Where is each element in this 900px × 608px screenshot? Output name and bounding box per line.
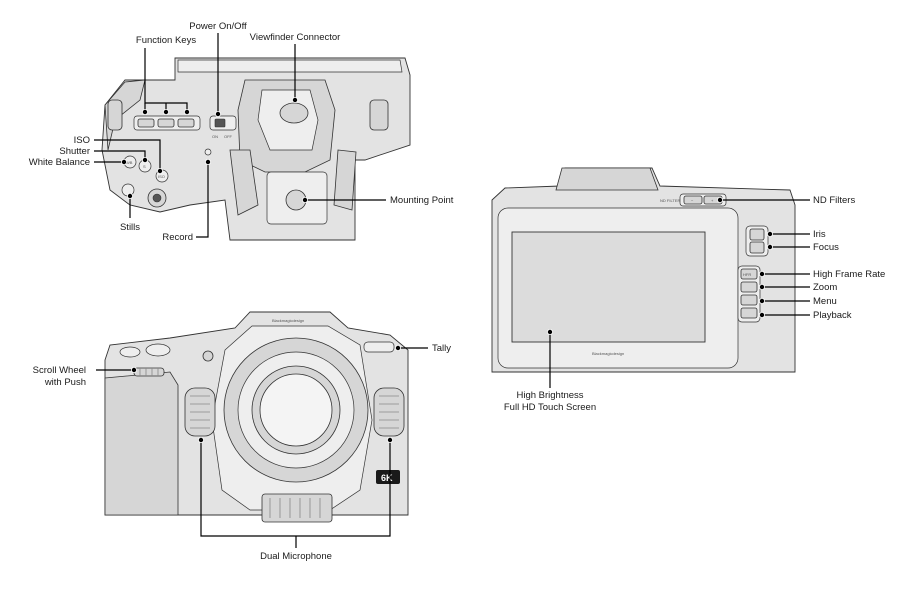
label-record: Record bbox=[162, 232, 193, 243]
hfr-marking: HFR bbox=[743, 272, 751, 277]
nd-minus-marking: − bbox=[691, 198, 694, 203]
label-screen-line2: Full HD Touch Screen bbox=[504, 402, 596, 413]
label-tally: Tally bbox=[432, 343, 451, 354]
nd-minus-button[interactable] bbox=[683, 195, 703, 205]
tally-light bbox=[363, 341, 395, 353]
power-on-marking: ON bbox=[212, 134, 218, 139]
callout-labels: Function Keys Power On/Off Viewfinder Co… bbox=[29, 21, 886, 562]
label-viewfinder-connector: Viewfinder Connector bbox=[250, 32, 341, 43]
rear-brand-text: Blackmagicdesign bbox=[592, 351, 624, 356]
label-scroll-line1: Scroll Wheel bbox=[33, 365, 86, 376]
model-badge bbox=[376, 470, 400, 484]
label-stills: Stills bbox=[120, 222, 140, 233]
hfr-button[interactable] bbox=[740, 268, 758, 280]
top-iso-marking: ISO bbox=[158, 174, 165, 179]
scroll-wheel[interactable] bbox=[133, 367, 165, 377]
focus-button[interactable] bbox=[749, 241, 765, 254]
playback-button[interactable] bbox=[740, 307, 758, 319]
zoom-button[interactable] bbox=[740, 281, 758, 293]
label-nd-filters: ND Filters bbox=[813, 195, 855, 206]
menu-button[interactable] bbox=[740, 294, 758, 306]
label-mounting-point: Mounting Point bbox=[390, 195, 454, 206]
label-high-frame-rate: High Frame Rate bbox=[813, 269, 885, 280]
label-screen-line1: High Brightness bbox=[516, 390, 583, 401]
label-zoom: Zoom bbox=[813, 282, 837, 293]
label-dual-microphone: Dual Microphone bbox=[260, 551, 332, 562]
power-off-marking: OFF bbox=[224, 134, 233, 139]
iris-button[interactable] bbox=[749, 228, 765, 241]
camera-rear-view: Blackmagicdesign ND FILTER − + HFR bbox=[491, 167, 796, 373]
label-playback: Playback bbox=[813, 310, 852, 321]
front-brand-text: Blackmagicdesign bbox=[272, 318, 304, 323]
label-function-keys: Function Keys bbox=[136, 35, 196, 46]
label-menu: Menu bbox=[813, 296, 837, 307]
model-badge-text: 6K bbox=[381, 473, 393, 483]
label-iris: Iris bbox=[813, 229, 826, 240]
label-white-balance: White Balance bbox=[29, 157, 90, 168]
label-power: Power On/Off bbox=[189, 21, 247, 32]
camera-top-view: ON OFF WB S ISO bbox=[101, 57, 411, 241]
label-scroll-line2: with Push bbox=[44, 377, 86, 388]
label-iso: ISO bbox=[74, 135, 90, 146]
leader-lines bbox=[94, 33, 810, 548]
label-shutter: Shutter bbox=[59, 146, 90, 157]
top-wb-marking: WB bbox=[126, 160, 133, 165]
top-shutter-marking: S bbox=[143, 164, 146, 169]
label-focus: Focus bbox=[813, 242, 839, 253]
camera-front-view: Blackmagicdesign 6K bbox=[104, 311, 409, 523]
nd-filter-marking: ND FILTER bbox=[660, 198, 680, 203]
touch-screen[interactable] bbox=[511, 231, 706, 343]
callout-dots bbox=[121, 97, 774, 443]
nd-plus-marking: + bbox=[711, 198, 714, 203]
